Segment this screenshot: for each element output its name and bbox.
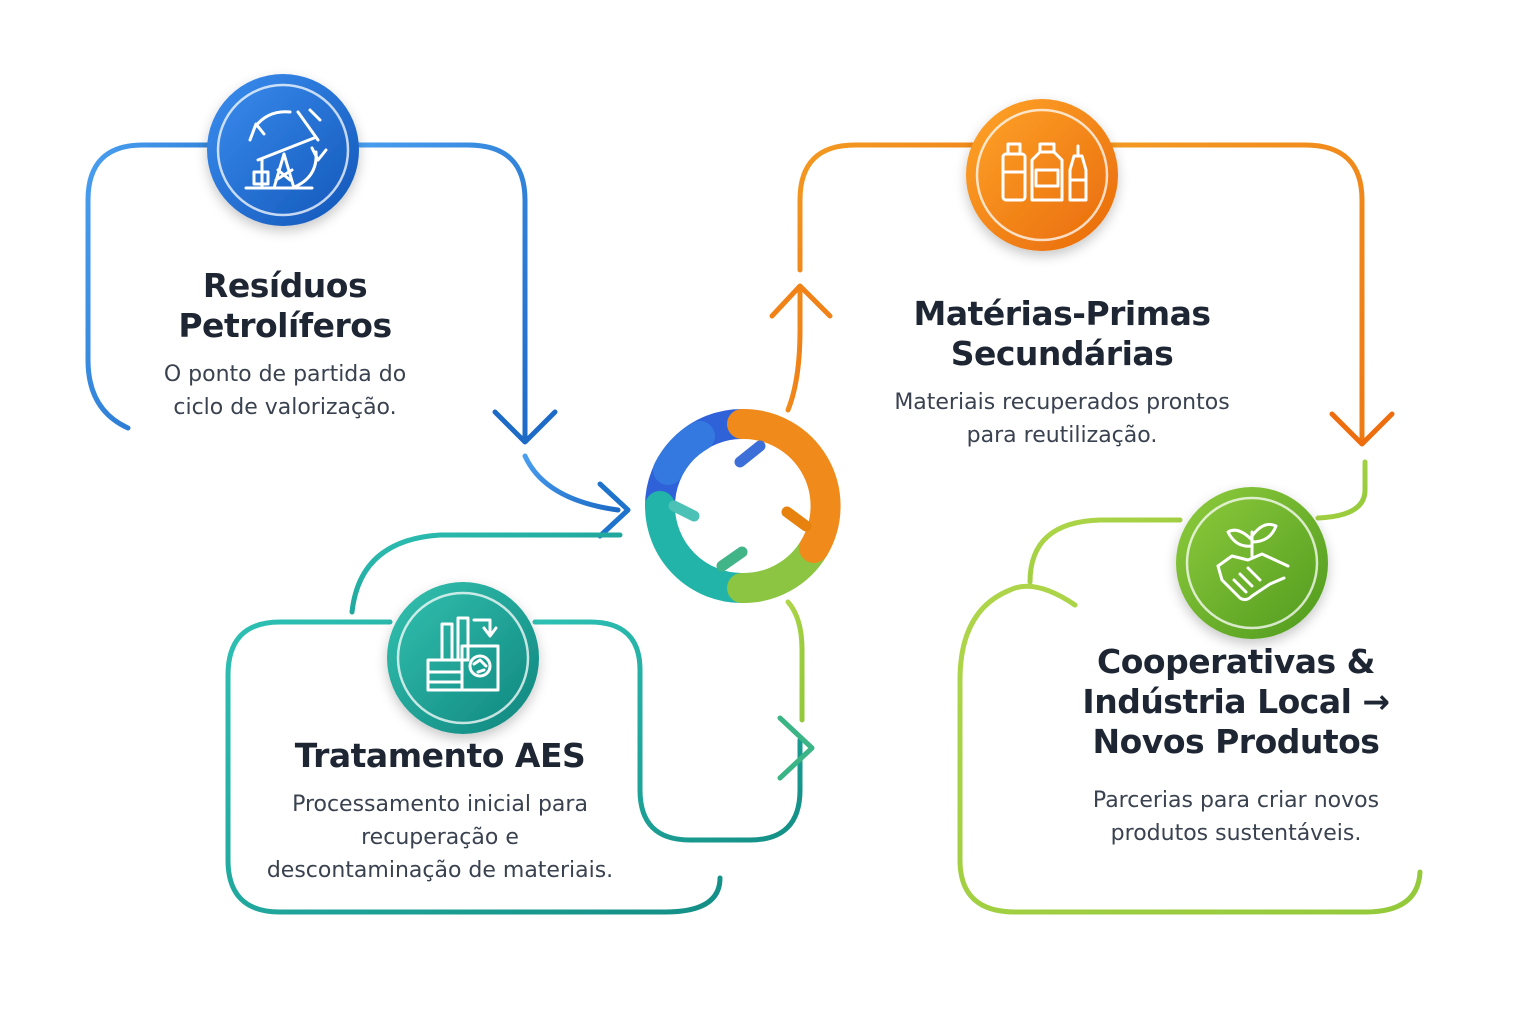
tratamento-desc-line-2: recuperação e (361, 825, 519, 850)
cooperativas-title-line-2: Indústria Local → (1082, 682, 1390, 721)
tratamento-desc-line-3: descontaminação de materiais. (266, 858, 614, 883)
stage-tratamento: Tratamento AES Processamento inicial par… (240, 736, 640, 887)
residuos-title: Resíduos Petrolíferos (120, 266, 450, 346)
residuos-title-line-2: Petrolíferos (178, 306, 392, 345)
center-to-right-connector (785, 599, 805, 723)
residuos-desc-line-1: O ponto de partida do (163, 362, 407, 387)
cooperativas-desc-line-2: produtos sustentáveis. (1110, 821, 1362, 846)
materias-desc-line-1: Materiais recuperados prontos (894, 390, 1230, 415)
tratamento-title-line-1: Tratamento AES (294, 736, 586, 775)
stage-residuos: Resíduos Petrolíferos O ponto de partida… (120, 266, 450, 424)
materias-flow-line (785, 142, 1365, 443)
residuos-title-line-1: Resíduos (202, 266, 368, 305)
cooperativas-description: Parcerias para criar novos produtos sust… (1036, 784, 1436, 850)
cooperativas-desc-line-1: Parcerias para criar novos (1092, 788, 1380, 813)
factory-icon (387, 582, 539, 734)
arrow-right-blue-icon (597, 481, 631, 539)
materias-title-line-2: Secundárias (950, 334, 1174, 373)
cooperativas-title-line-3: Novos Produtos (1092, 722, 1380, 761)
materias-title-line-1: Matérias-Primas (913, 294, 1211, 333)
arrow-up-orange-icon (769, 283, 833, 319)
residuos-flow-line (85, 142, 621, 513)
cooperativas-title-line-1: Cooperativas & (1097, 642, 1375, 681)
oil-pump-icon (207, 74, 359, 226)
arrow-right-teal-icon (777, 715, 815, 781)
cooperativas-title: Cooperativas & Indústria Local → Novos P… (1036, 642, 1436, 762)
bottles-icon (966, 99, 1118, 251)
handshake-plant-icon (1176, 487, 1328, 639)
arrow-down-orange-icon (1329, 411, 1395, 447)
materias-description: Materiais recuperados prontos para reuti… (862, 386, 1262, 452)
stage-materias: Matérias-Primas Secundárias Materiais re… (862, 294, 1262, 452)
tratamento-flow-line (225, 532, 803, 915)
residuos-desc-line-2: ciclo de valorização. (173, 395, 397, 420)
cooperativas-flow-line (957, 459, 1423, 915)
recycle-cycle-icon (645, 408, 841, 603)
tratamento-description: Processamento inicial para recuperação e… (240, 788, 640, 887)
tratamento-desc-line-1: Processamento inicial para (292, 792, 588, 817)
materias-title: Matérias-Primas Secundárias (862, 294, 1262, 374)
arrow-down-blue-icon (492, 409, 558, 445)
stage-cooperativas: Cooperativas & Indústria Local → Novos P… (1036, 642, 1436, 850)
residuos-description: O ponto de partida do ciclo de valorizaç… (120, 358, 450, 424)
materias-desc-line-2: para reutilização. (966, 423, 1158, 448)
tratamento-title: Tratamento AES (240, 736, 640, 776)
